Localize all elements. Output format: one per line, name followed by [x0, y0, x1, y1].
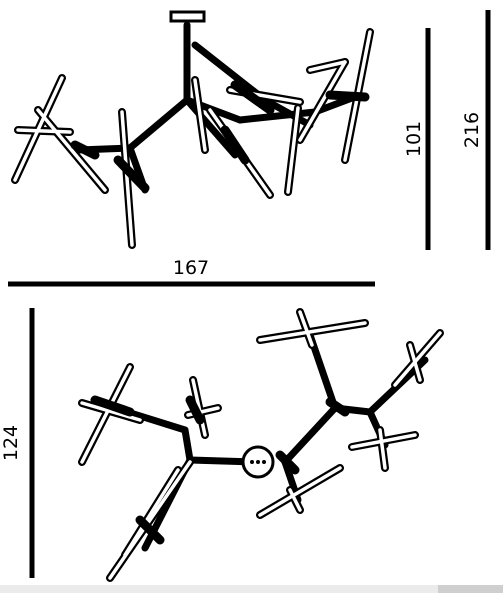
width-dimension-label: 167 [173, 257, 209, 279]
central-atom-circle-icon [241, 445, 275, 479]
bottom-height-dimension-label: 124 [0, 425, 22, 461]
footer-bar-segment [438, 585, 503, 593]
top-height-dimension-label: 101 [403, 121, 425, 157]
overall-height-dimension-label: 216 [461, 112, 483, 148]
footer-bar [0, 585, 503, 593]
dimension-lines [8, 10, 491, 578]
top-view-molecule [11, 10, 374, 249]
bottom-view-molecule [78, 308, 444, 582]
